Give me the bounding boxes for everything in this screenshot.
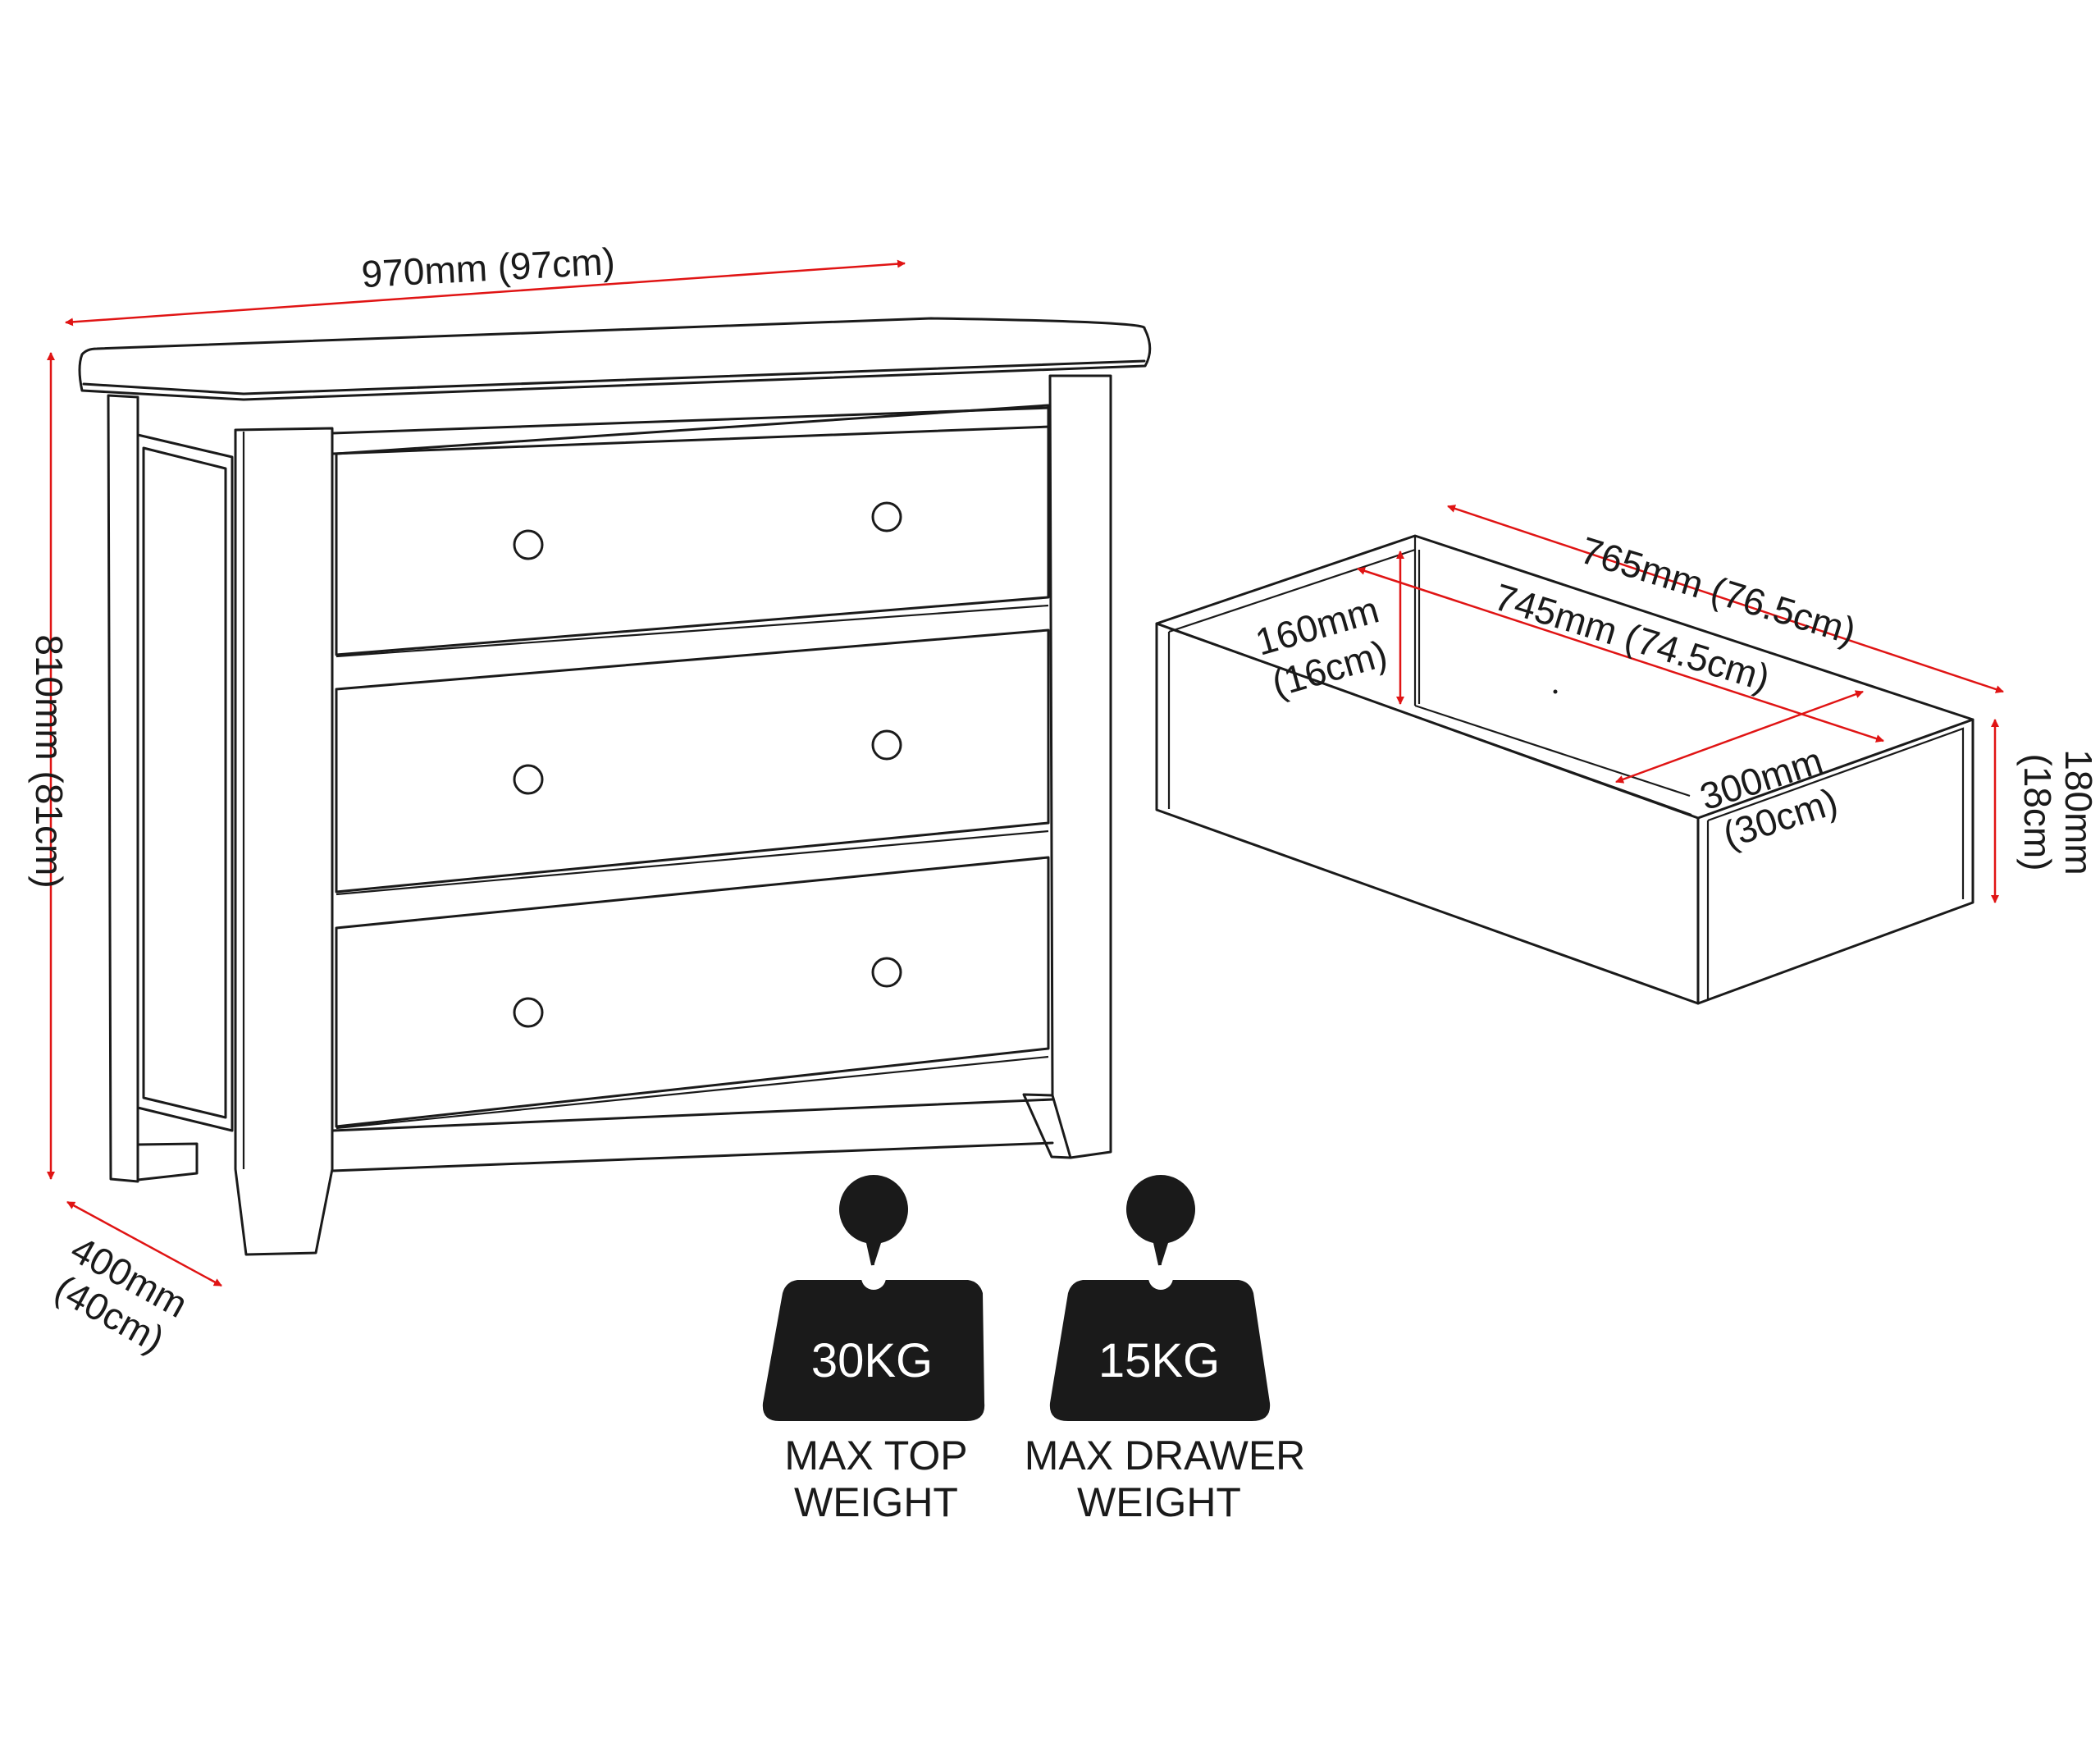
chest-front-left-leg (234, 427, 334, 1256)
drawer-knob-icon (871, 957, 902, 988)
drawer-front-middle (335, 628, 1050, 893)
depth-dimension-arrow (66, 1200, 222, 1287)
max-top-weight-label-line1: MAX TOP (784, 1433, 967, 1478)
max-top-weight-value: 30KG (811, 1334, 933, 1387)
max-drawer-weight: 15KG MAX DRAWER WEIGHT (1025, 1174, 1306, 1525)
drawer-knob-icon (513, 764, 544, 795)
drawer-knob-icon (513, 997, 544, 1028)
drawer-depth-arrow (1615, 690, 1864, 784)
chest-top-edge-front (242, 359, 1146, 395)
max-drawer-weight-label-line2: WEIGHT (1077, 1479, 1241, 1525)
width-dimension-arrow (65, 259, 906, 327)
weight-icon (1049, 1174, 1271, 1421)
chest-left-side (107, 394, 234, 1183)
drawer-knob-icon (871, 501, 902, 532)
drawer-knob-icon (513, 529, 544, 560)
drawer-outer-height-label-mm: 180mm (2057, 749, 2100, 875)
height-dimension-label: 810mm (81cm) (28, 634, 71, 888)
max-top-weight-label-line2: WEIGHT (794, 1479, 958, 1525)
drawer-knob-icon (871, 729, 902, 761)
drawer-front-bottom (335, 856, 1050, 1128)
max-drawer-weight-value: 15KG (1098, 1334, 1220, 1387)
chest-top-edge (82, 382, 245, 395)
drawer-outer-height-label-cm: (18cm) (2016, 753, 2059, 871)
dimension-lines (47, 259, 2004, 1287)
weight-icon (762, 1174, 985, 1421)
max-drawer-weight-label-line1: MAX DRAWER (1025, 1433, 1306, 1478)
chest-of-drawers (78, 317, 1152, 1256)
chest-top (78, 317, 1152, 401)
max-top-weight: 30KG MAX TOP WEIGHT (762, 1174, 985, 1525)
drawer-front-top (335, 404, 1050, 656)
chest-front-right-leg (1048, 374, 1112, 1159)
